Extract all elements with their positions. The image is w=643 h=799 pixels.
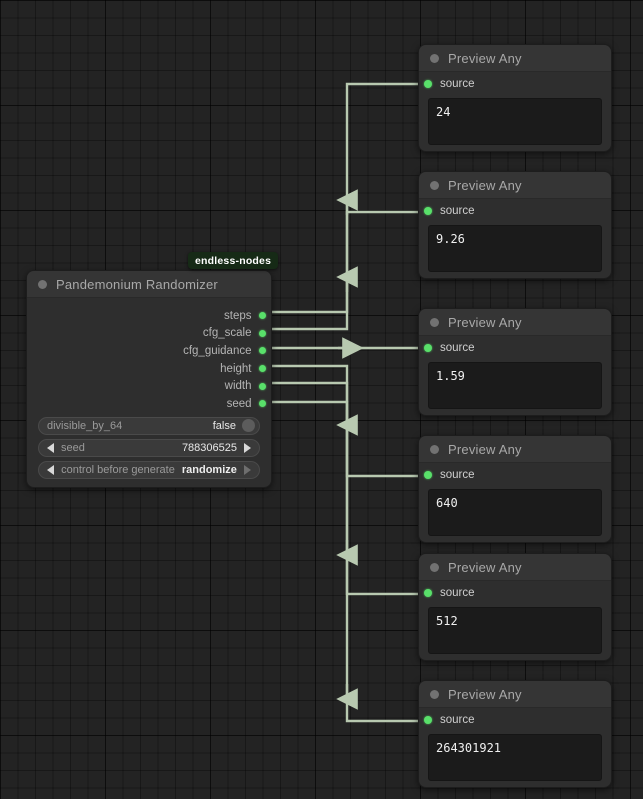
widget-value: false <box>212 419 236 432</box>
preview-value-textbox: 264301921 <box>428 734 602 781</box>
input-slot-source[interactable]: source <box>419 708 611 732</box>
preview-value-textbox: 9.26 <box>428 225 602 272</box>
node-preview-any-6[interactable]: Preview Any source 264301921 <box>418 680 612 788</box>
node-title-bar[interactable]: Preview Any <box>419 554 611 581</box>
widget-label: divisible_by_64 <box>47 419 123 432</box>
node-preview-any-5[interactable]: Preview Any source 512 <box>418 553 612 661</box>
input-slot-label: source <box>440 587 475 599</box>
widget-value: 788306525 <box>181 441 237 454</box>
node-title-bar[interactable]: Pandemonium Randomizer <box>27 271 271 298</box>
node-title-bar[interactable]: Preview Any <box>419 172 611 199</box>
preview-value-textbox: 512 <box>428 607 602 654</box>
collapse-dot-icon[interactable] <box>430 444 439 454</box>
preview-value-textbox: 1.59 <box>428 362 602 409</box>
output-slot-label: cfg_scale <box>202 327 252 340</box>
collapse-dot-icon[interactable] <box>430 689 439 699</box>
output-slot-cfg-guidance[interactable]: cfg_guidance <box>27 342 271 360</box>
node-title-label: Preview Any <box>448 314 522 330</box>
chevron-right-icon[interactable] <box>244 442 251 453</box>
input-slot-source[interactable]: source <box>419 199 611 223</box>
node-preview-any-3[interactable]: Preview Any source 1.59 <box>418 308 612 416</box>
node-title-label: Preview Any <box>448 50 522 66</box>
collapse-dot-icon[interactable] <box>430 562 439 572</box>
node-title-bar[interactable]: Preview Any <box>419 45 611 72</box>
chevron-left-icon[interactable] <box>47 464 54 475</box>
output-slot-steps[interactable]: steps <box>27 307 271 325</box>
output-slot-list: steps cfg_scale cfg_guidance height widt… <box>27 298 271 413</box>
node-title-label: Preview Any <box>448 686 522 702</box>
node-title-label: Preview Any <box>448 559 522 575</box>
input-slot-source[interactable]: source <box>419 72 611 96</box>
input-slot-dot-icon[interactable] <box>424 716 432 724</box>
node-title-bar[interactable]: Preview Any <box>419 436 611 463</box>
preview-value-textbox: 24 <box>428 98 602 145</box>
output-slot-width[interactable]: width <box>27 377 271 395</box>
input-slot-label: source <box>440 714 475 726</box>
input-slot-source[interactable]: source <box>419 336 611 360</box>
preview-value-textbox: 640 <box>428 489 602 536</box>
input-slot-source[interactable]: source <box>419 463 611 487</box>
widget-label: control before generate <box>61 463 175 476</box>
chevron-left-icon[interactable] <box>47 442 54 453</box>
widget-control-before-generate[interactable]: control before generate randomize <box>38 460 260 479</box>
collapse-dot-icon[interactable] <box>430 180 439 190</box>
node-package-badge: endless-nodes <box>188 252 279 269</box>
output-slot-label: seed <box>226 397 252 410</box>
input-slot-label: source <box>440 342 475 354</box>
collapse-dot-icon[interactable] <box>430 53 439 63</box>
output-slot-cfg-scale[interactable]: cfg_scale <box>27 325 271 343</box>
input-slot-source[interactable]: source <box>419 581 611 605</box>
widget-value: randomize <box>181 463 237 476</box>
input-slot-label: source <box>440 78 475 90</box>
widget-label: seed <box>61 441 85 454</box>
output-slot-label: steps <box>224 309 252 322</box>
collapse-dot-icon[interactable] <box>38 279 47 289</box>
input-slot-dot-icon[interactable] <box>424 344 432 352</box>
output-slot-label: cfg_guidance <box>183 344 252 357</box>
node-title-bar[interactable]: Preview Any <box>419 309 611 336</box>
output-slot-dot-icon[interactable] <box>258 312 266 320</box>
input-slot-dot-icon[interactable] <box>424 207 432 215</box>
node-title-label: Preview Any <box>448 441 522 457</box>
output-slot-dot-icon[interactable] <box>258 329 266 337</box>
widget-list: divisible_by_64 false seed 788306525 con… <box>27 413 271 479</box>
node-title-label: Pandemonium Randomizer <box>56 276 218 292</box>
collapse-dot-icon[interactable] <box>430 317 439 327</box>
output-slot-dot-icon[interactable] <box>258 400 266 408</box>
output-slot-seed[interactable]: seed <box>27 395 271 413</box>
input-slot-dot-icon[interactable] <box>424 471 432 479</box>
toggle-knob-icon[interactable] <box>242 419 255 433</box>
node-preview-any-2[interactable]: Preview Any source 9.26 <box>418 171 612 279</box>
output-slot-dot-icon[interactable] <box>258 365 266 373</box>
output-slot-label: height <box>220 362 252 375</box>
node-title-label: Preview Any <box>448 177 522 193</box>
output-slot-height[interactable]: height <box>27 360 271 378</box>
node-title-bar[interactable]: Preview Any <box>419 681 611 708</box>
node-pandemonium-randomizer[interactable]: Pandemonium Randomizer steps cfg_scale c… <box>26 270 272 488</box>
output-slot-dot-icon[interactable] <box>258 382 266 390</box>
widget-seed[interactable]: seed 788306525 <box>38 438 260 457</box>
output-slot-dot-icon[interactable] <box>258 347 266 355</box>
input-slot-dot-icon[interactable] <box>424 80 432 88</box>
node-preview-any-1[interactable]: Preview Any source 24 <box>418 44 612 152</box>
chevron-right-icon[interactable] <box>243 464 251 475</box>
input-slot-label: source <box>440 205 475 217</box>
node-preview-any-4[interactable]: Preview Any source 640 <box>418 435 612 543</box>
input-slot-label: source <box>440 469 475 481</box>
widget-divisible-by-64[interactable]: divisible_by_64 false <box>38 416 260 435</box>
input-slot-dot-icon[interactable] <box>424 589 432 597</box>
output-slot-label: width <box>224 380 252 393</box>
